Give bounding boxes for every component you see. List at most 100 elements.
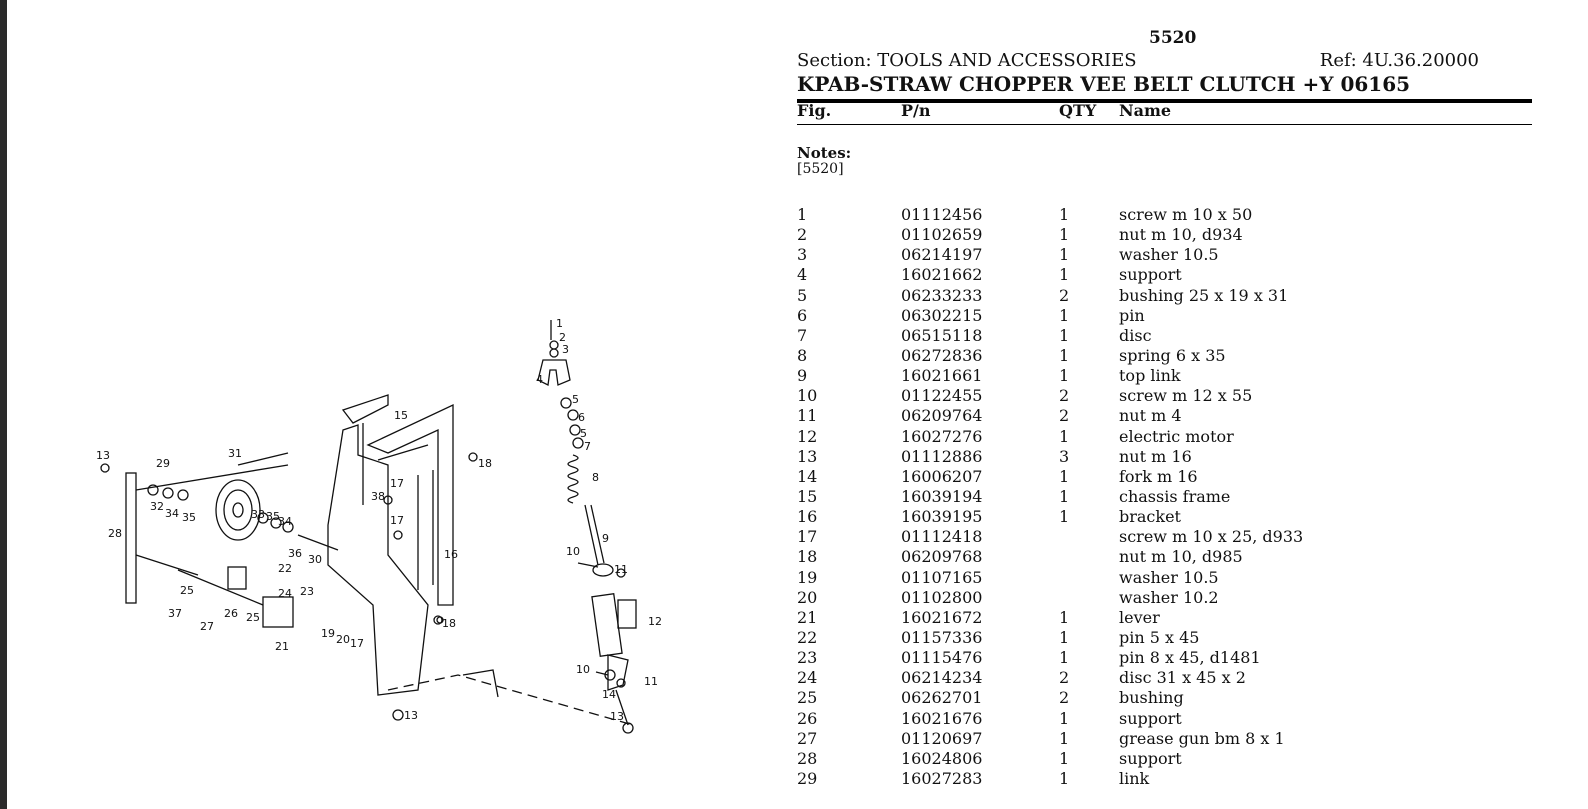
part-fig: 14: [797, 466, 818, 486]
part-name: lever: [1119, 607, 1160, 627]
part-name: washer 10.5: [1119, 567, 1219, 587]
part-number: 06272836: [901, 345, 983, 365]
part-qty: 1: [1059, 325, 1070, 345]
exploded-parts-diagram: 13 29 31 32 34 35 33 35 34 28 36 30 25 3…: [88, 305, 688, 745]
part-fig: 17: [797, 527, 818, 547]
part-qty: 1: [1059, 607, 1070, 627]
lever-plate: [262, 596, 294, 628]
table-row: 19 01107165 washer 10.5: [797, 568, 1532, 588]
part-fig: 27: [797, 728, 818, 748]
part-fig: 28: [797, 748, 818, 768]
part-fig: 19: [797, 567, 818, 587]
part-qty: 1: [1059, 205, 1070, 224]
part-number: 01157336: [901, 627, 983, 647]
callout-label: 32: [150, 500, 164, 513]
part-name: bushing 25 x 19 x 31: [1119, 285, 1289, 305]
callout-label: 17: [350, 637, 364, 650]
callout-label: 26: [224, 607, 238, 620]
callout-label: 15: [394, 409, 408, 422]
part-number: 06209764: [901, 406, 983, 426]
part-name: grease gun bm 8 x 1: [1119, 728, 1285, 748]
callout-label: 10: [576, 663, 590, 676]
part-name: spring 6 x 35: [1119, 345, 1226, 365]
part-number: 01112886: [901, 446, 983, 466]
part-qty: 1: [1059, 265, 1070, 285]
spring: [567, 454, 579, 504]
part-qty: 1: [1059, 245, 1070, 265]
part-fig: 29: [797, 768, 818, 788]
callout-label: 27: [200, 620, 214, 633]
part-qty: 1: [1059, 486, 1070, 506]
part-number: 06262701: [901, 688, 983, 708]
callout-label: 9: [602, 532, 609, 545]
part-qty: 1: [1059, 627, 1070, 647]
part-fig: 13: [797, 446, 818, 466]
part-name: disc 31 x 45 x 2: [1119, 668, 1246, 688]
part-fig: 20: [797, 587, 818, 607]
callout-label: 1: [556, 317, 563, 330]
chassis-frame: [366, 403, 454, 606]
part-qty: 1: [1059, 305, 1070, 325]
callout-label: 36: [288, 547, 302, 560]
part-name: screw m 10 x 50: [1119, 205, 1253, 224]
diagram-callouts: 13 29 31 32 34 35 33 35 34 28 36 30 25 3…: [96, 317, 662, 723]
part-number: 01122455: [901, 386, 983, 406]
callout-label: 7: [584, 440, 591, 453]
part-number: 01107165: [901, 567, 983, 587]
callout-label: 16: [444, 548, 458, 561]
part-qty: 2: [1059, 386, 1070, 406]
header-rule-thin: [797, 124, 1532, 125]
col-header-qty: QTY: [1059, 101, 1097, 120]
part-number: 01112418: [901, 527, 983, 547]
part-fig: 24: [797, 668, 818, 688]
section-label: Section: TOOLS AND ACCESSORIES: [797, 50, 1137, 71]
notes-value: [5520]: [797, 161, 844, 177]
part-qty: 2: [1059, 285, 1070, 305]
callout-label: 4: [536, 373, 543, 386]
notes-label: Notes:: [797, 144, 852, 162]
part-name: pin: [1119, 305, 1145, 325]
callout-label: 31: [228, 447, 242, 460]
callout-label: 34: [278, 515, 292, 528]
part-name: pin 5 x 45: [1119, 627, 1200, 647]
part-name: screw m 10 x 25, d933: [1119, 527, 1304, 547]
part-fig: 16: [797, 507, 818, 527]
part-name: bushing: [1119, 688, 1184, 708]
part-qty: 3: [1059, 446, 1070, 466]
part-fig: 9: [797, 366, 808, 386]
callout-label: 17: [390, 514, 404, 527]
callout-label: 5: [580, 427, 587, 440]
part-qty: 1: [1059, 366, 1070, 386]
part-fig: 21: [797, 607, 818, 627]
part-fig: 5: [797, 285, 808, 305]
part-qty: 2: [1059, 688, 1070, 708]
callout-label: 20: [336, 633, 350, 646]
part-number: 16039195: [901, 507, 983, 527]
part-number: 01112456: [901, 205, 983, 224]
part-number: 01102800: [901, 587, 983, 607]
callout-label: 18: [442, 617, 456, 630]
callout-label: 21: [275, 640, 289, 653]
part-number: 06302215: [901, 305, 983, 325]
part-number: 16021676: [901, 708, 983, 728]
part-fig: 6: [797, 305, 808, 325]
part-fig: 10: [797, 386, 818, 406]
callout-label: 23: [300, 585, 314, 598]
callout-label: 13: [96, 449, 110, 462]
part-name: support: [1119, 748, 1182, 768]
part-number: 06209768: [901, 547, 983, 567]
part-name: support: [1119, 708, 1182, 728]
callout-label: 22: [278, 562, 292, 575]
table-row: 17 01112418 screw m 10 x 25, d933: [797, 527, 1532, 547]
